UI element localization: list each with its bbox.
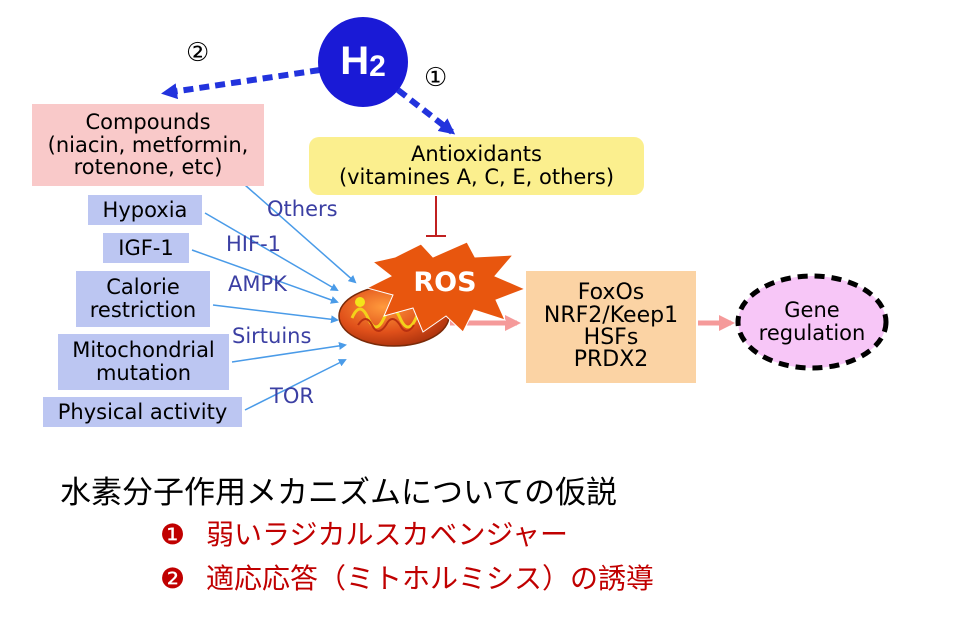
- compounds-line-3: rotenone, etc): [73, 155, 223, 180]
- h2-to-compounds-arrow: [161, 67, 321, 100]
- gene-regulation-label: Gene regulation: [748, 292, 876, 352]
- antioxidants-box: Antioxidants (vitamines A, C, E, others): [309, 137, 644, 195]
- gene-regulation-ellipse: [735, 273, 889, 371]
- mito-line-1: Mitochondrial: [72, 338, 215, 363]
- jp-item-2: ❷ 適応応答（ミトホルミシス）の誘導: [160, 557, 654, 597]
- arrow-igf1: [191, 249, 339, 304]
- number-one: ①: [424, 63, 448, 93]
- calorie-line-1: Calorie: [106, 275, 180, 300]
- hypoxia-box: Hypoxia: [88, 195, 202, 225]
- h2-subscript: 2: [369, 49, 386, 83]
- compounds-line-2: (niacin, metformin,: [47, 132, 249, 157]
- target-foxos: FoxOs: [577, 280, 645, 306]
- arrow-activity: [244, 359, 347, 411]
- jp-item-1: ❶ 弱いラジカルスカベンジャー: [160, 513, 568, 553]
- target-prdx2: PRDX2: [573, 347, 649, 373]
- antioxidants-line-1: Antioxidants: [411, 142, 542, 167]
- ros-label: ROS: [413, 267, 477, 299]
- jp-item-2-marker: ❷: [160, 562, 186, 595]
- label-tor: TOR: [270, 384, 314, 408]
- igf1-box: IGF-1: [103, 233, 189, 263]
- jp-item-1-text: 弱いラジカルスカベンジャー: [206, 518, 569, 551]
- arrow-mito: [231, 341, 347, 363]
- jp-title: 水素分子作用メカニズムについての仮説: [60, 475, 618, 511]
- h2-to-antioxidants-arrow: [396, 87, 456, 135]
- mitochondrial-mutation-box: Mitochondrial mutation: [58, 334, 229, 390]
- compounds-box: Compounds (niacin, metformin, rotenone, …: [32, 104, 264, 186]
- target-nrf2: NRF2/Keep1: [543, 302, 679, 328]
- mito-line-2: mutation: [95, 361, 192, 385]
- h2-circle: [318, 17, 408, 107]
- label-hif1: HIF-1: [226, 232, 282, 256]
- calorie-restriction-box: Calorie restriction: [76, 271, 210, 327]
- compounds-line-1: Compounds: [85, 109, 211, 134]
- arrow-compounds: [244, 184, 357, 284]
- gene-line-1: Gene: [784, 298, 840, 323]
- arrow-calorie: [212, 304, 339, 324]
- target-hsfs: HSFs: [583, 325, 639, 350]
- number-two: ②: [186, 38, 210, 68]
- arrow-hypoxia: [204, 212, 339, 292]
- jp-item-2-text: 適応応答（ミトホルミシス）の誘導: [206, 562, 655, 595]
- jp-item-1-marker: ❶: [160, 518, 186, 551]
- label-sirtuins: Sirtuins: [232, 324, 312, 348]
- ros-burst: [365, 241, 527, 333]
- antioxidants-line-2: (vitamines A, C, E, others): [338, 165, 615, 189]
- h2-letter: H: [340, 39, 370, 84]
- label-others: Others: [267, 197, 338, 221]
- physical-activity-box: Physical activity: [43, 397, 242, 427]
- calorie-line-2: restriction: [89, 298, 197, 322]
- gene-line-2: regulation: [758, 321, 866, 345]
- label-ampk: AMPK: [228, 272, 287, 296]
- targets-box: FoxOs NRF2/Keep1 HSFs PRDX2: [526, 271, 696, 383]
